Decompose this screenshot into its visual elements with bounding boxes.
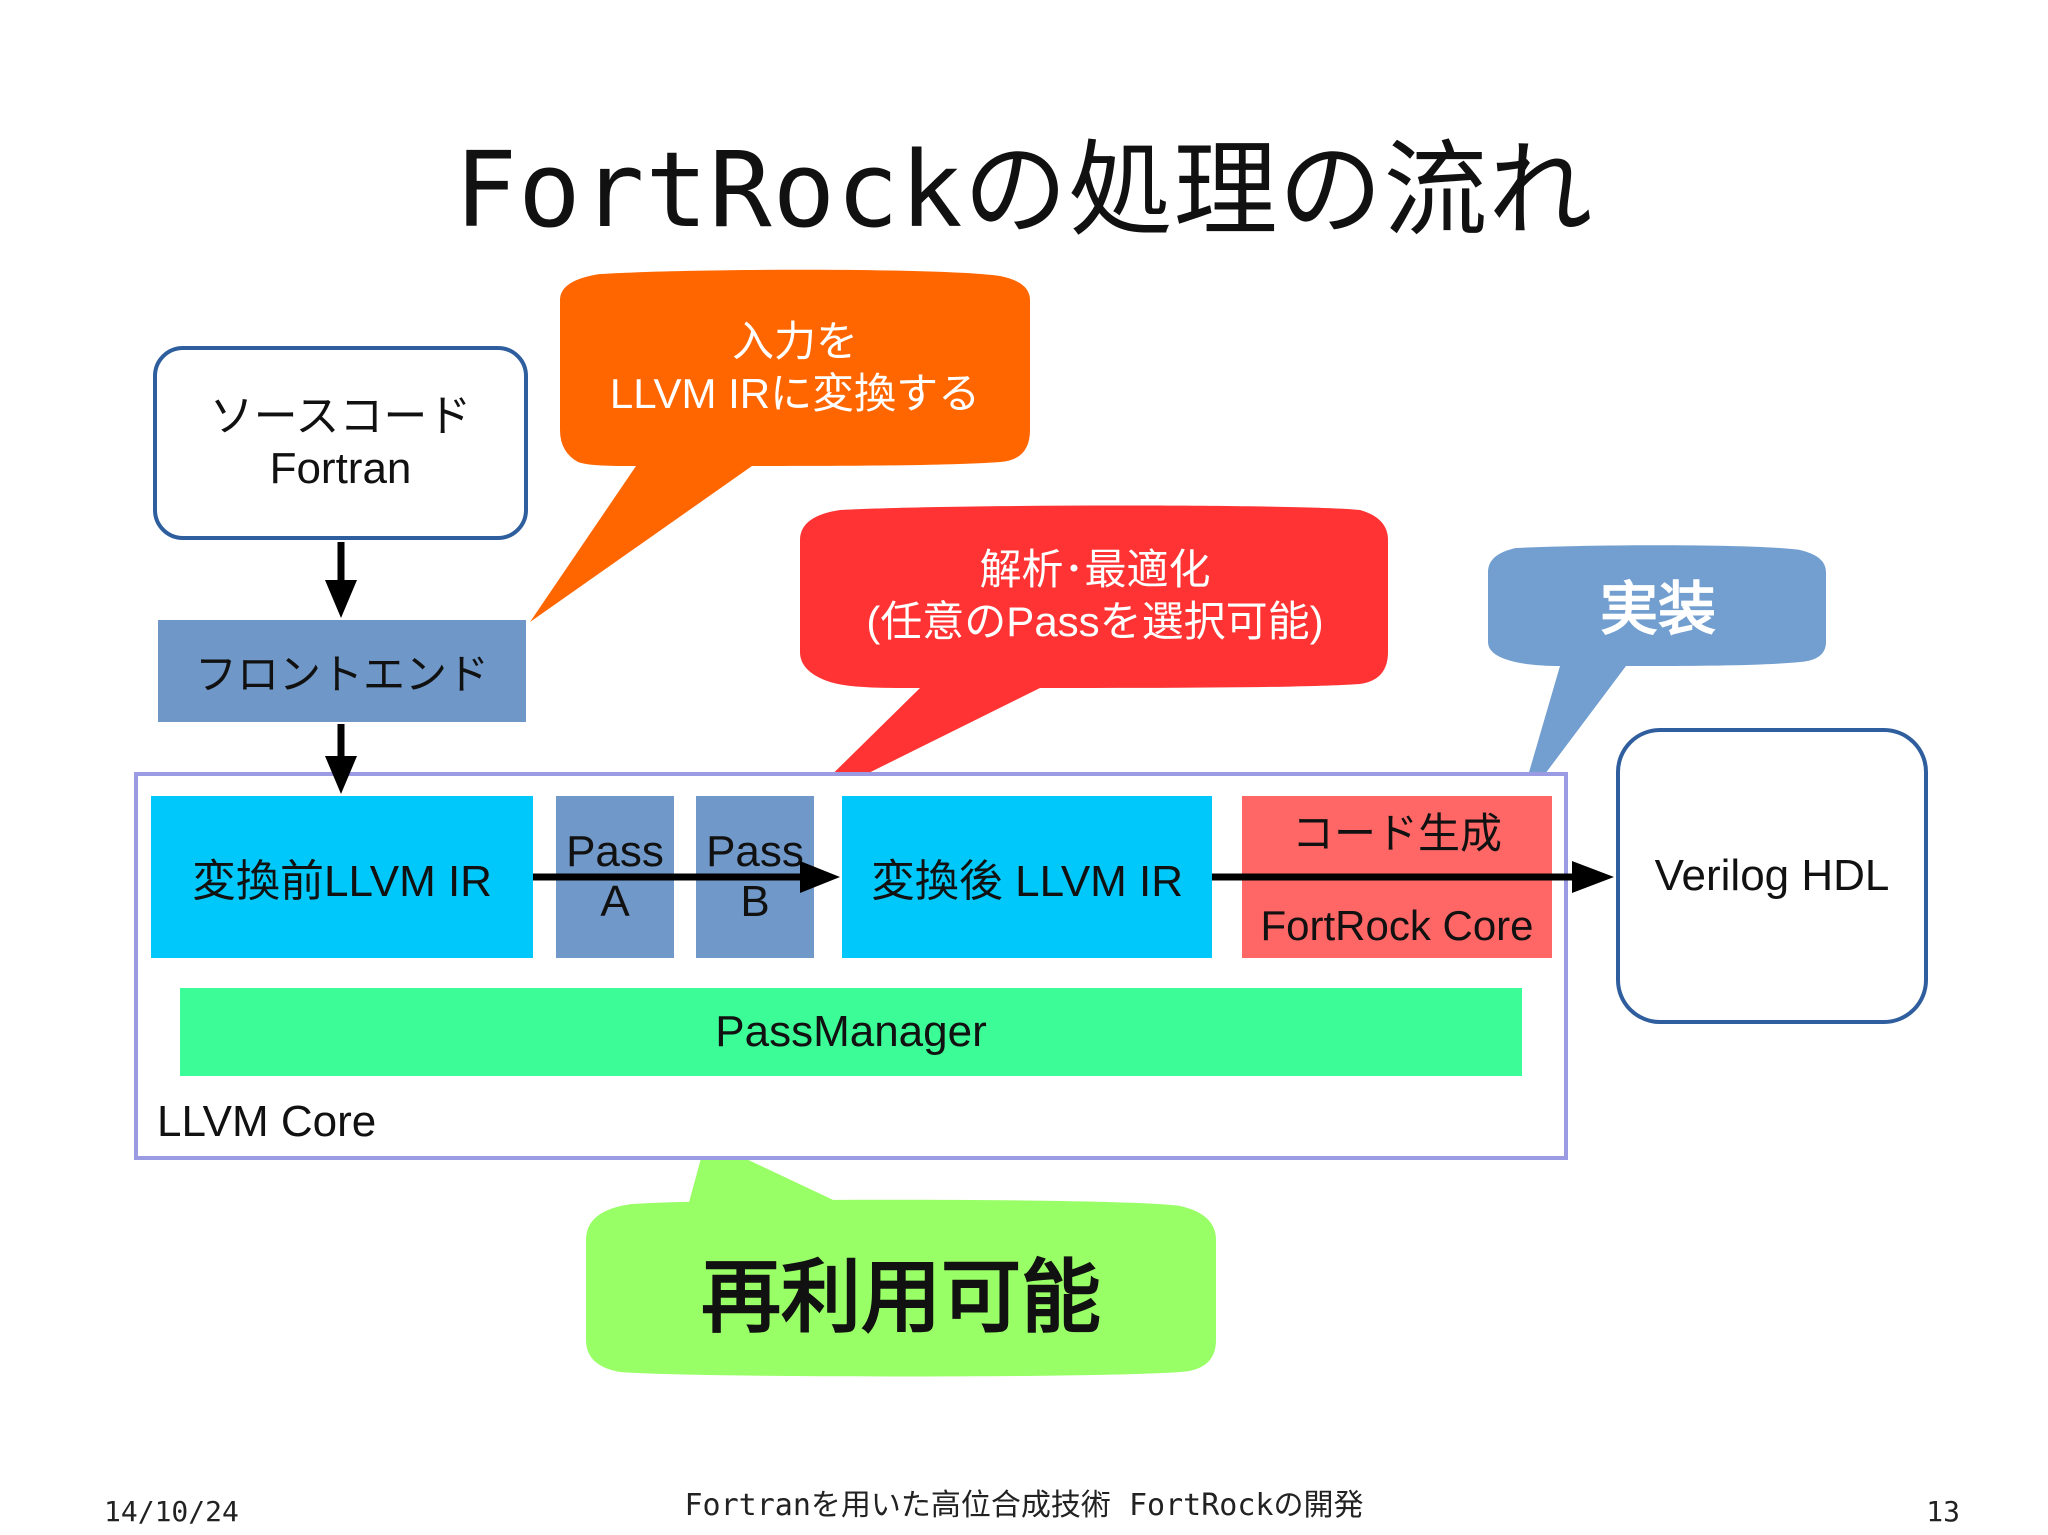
post-transform-ir-node: 変換後 LLVM IR — [842, 796, 1212, 958]
footer-title: Fortranを用いた高位合成技術 FortRockの開発 — [684, 1488, 1364, 1523]
arrowhead-post-ir-to-verilog — [1572, 861, 1614, 893]
codegen-label: コード生成 — [1291, 809, 1502, 857]
slide-title: FortRockの処理の流れ — [454, 128, 1594, 251]
callout-impl-text: 実装 — [1599, 577, 1716, 642]
footer-page-number: 13 — [1926, 1495, 1960, 1528]
callout-analysis-bubble — [798, 505, 1388, 808]
footer-date: 14/10/24 — [104, 1495, 239, 1528]
pre-transform-ir-node: 変換前LLVM IR — [151, 796, 533, 958]
callout-analysis-text: 解析･最適化 (任意のPassを選択可能) — [866, 546, 1324, 645]
fortrock-core-label: FortRock Core — [1260, 902, 1534, 949]
callout-input-bubble — [530, 269, 1030, 622]
verilog-hdl-node: Verilog HDL — [1616, 728, 1928, 1024]
arrowhead-frontend-to-ir — [325, 756, 357, 794]
callout-reuse-bubble — [586, 1199, 1216, 1377]
arrowhead-source-to-frontend — [325, 580, 357, 618]
callout-impl-bubble — [1488, 545, 1826, 810]
source-code-node: ソースコード Fortran — [153, 346, 528, 540]
frontend-node: フロントエンド — [158, 620, 526, 722]
llvm-core-label: LLVM Core — [157, 1097, 377, 1146]
callout-reuse-text: 再利用可能 — [701, 1251, 1101, 1344]
passmanager-node: PassManager — [180, 988, 1522, 1076]
arrowhead-pre-to-post-ir — [800, 861, 840, 893]
callout-input-text: 入力を LLVM IRに変換する — [609, 318, 981, 417]
